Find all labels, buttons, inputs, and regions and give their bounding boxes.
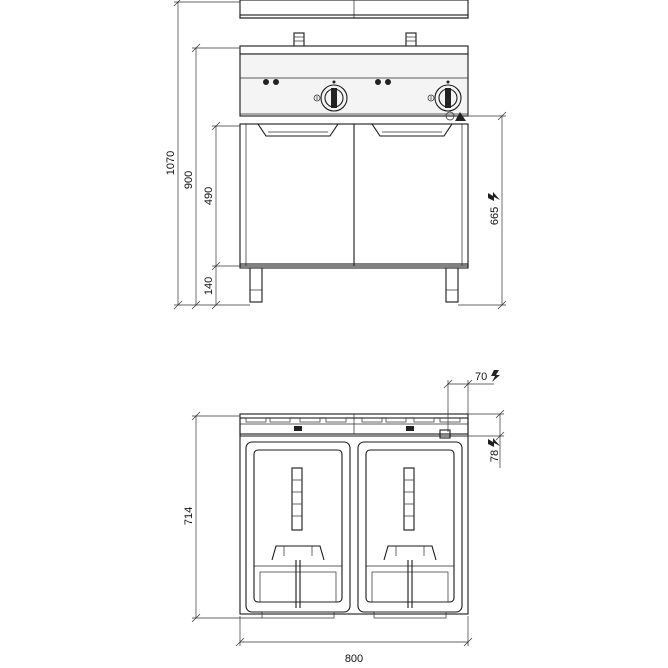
indicator-light: [263, 79, 269, 85]
leg-left: [249, 267, 263, 303]
thermostat-knob-left-icon: [313, 80, 348, 112]
electric-connection-icon: [445, 111, 466, 121]
indicator-light: [385, 79, 391, 85]
fryer-well-left: [245, 441, 351, 619]
lightning-icon: [491, 370, 500, 382]
basket-hook-right: [405, 32, 417, 48]
front-dimensions: [173, 0, 507, 310]
dim-cabinet-height: 490: [203, 187, 215, 205]
top-dimensions: [191, 379, 505, 647]
dim-overall-height: 1070: [165, 151, 177, 175]
dim-electric-offset-x-group: 70: [475, 370, 500, 383]
dim-electric-height: 665: [489, 207, 501, 225]
top-view: [239, 413, 469, 619]
indicator-light: [375, 79, 381, 85]
dim-electric-offset-y-group: 78: [488, 438, 501, 462]
basket-handle: [403, 467, 415, 531]
fryer-well-right: [357, 441, 463, 619]
dim-electric-offset-y: 78: [489, 450, 501, 462]
basket-handle: [291, 467, 303, 531]
indicator-light: [273, 79, 279, 85]
flue-slots: [245, 417, 461, 431]
dim-leg-height: 140: [203, 277, 215, 295]
dim-worktop-height: 900: [183, 171, 195, 189]
basket-hook-left: [293, 32, 305, 48]
dim-electric-height-group: 665: [488, 192, 501, 225]
worktop: [239, 45, 469, 55]
front-view: [239, 0, 469, 303]
thermostat-knob-right-icon: [427, 80, 462, 112]
dim-electric-offset-x: 70: [475, 371, 487, 383]
dim-width: 800: [345, 653, 363, 665]
top-outline: [239, 417, 469, 615]
lightning-icon: [488, 192, 500, 201]
leg-right: [445, 267, 459, 303]
lightning-icon: [488, 438, 500, 447]
drain-tray-left: [257, 123, 339, 137]
dim-depth: 714: [183, 507, 195, 525]
drain-tray-right: [371, 123, 453, 137]
control-panel: [239, 53, 469, 117]
